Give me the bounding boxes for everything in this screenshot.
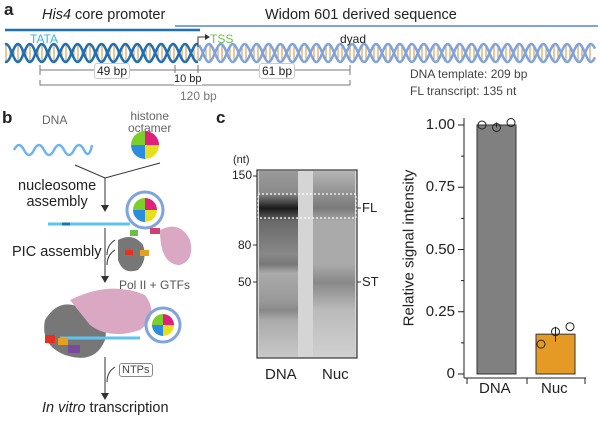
gel-lane-label-dna: DNA	[265, 366, 297, 383]
data-point	[551, 327, 560, 337]
gel-lane-dna	[259, 171, 298, 357]
histone-octamer-icon	[131, 131, 159, 159]
data-point	[506, 118, 516, 128]
band-fl: FL	[362, 200, 378, 215]
ntps-label: NTPs	[119, 363, 153, 377]
tss-label: TSS	[210, 32, 234, 46]
y-tick-label: 0.50	[425, 240, 455, 258]
helix-strand-promoter	[4, 42, 199, 64]
helix-strand-widom	[197, 42, 597, 64]
x-tick-dna: DNA	[479, 380, 511, 397]
x-tick-nuc: Nuc	[541, 380, 568, 397]
dyad-label: dyad	[340, 32, 367, 46]
band-st: ST	[362, 274, 379, 289]
distance-10: 10 bp	[174, 73, 202, 85]
dna-strand-icon	[12, 143, 94, 157]
template-length: DNA template: 209 bp	[410, 67, 528, 81]
promoter-gene: His4	[42, 7, 72, 23]
dna-label: DNA	[42, 113, 68, 127]
gel-lane-nuc	[313, 171, 355, 357]
gel-image	[253, 169, 361, 359]
marker-80: 80	[238, 238, 252, 252]
distance-120: 120 bp	[180, 89, 217, 103]
gtfs-icon	[160, 226, 192, 265]
transcription-text: transcription	[85, 400, 169, 416]
promoter-suffix: core promoter	[71, 7, 166, 23]
promoter-title: His4 core promoter	[42, 7, 165, 23]
y-tick-label: 0	[446, 365, 455, 382]
marker-50: 50	[238, 275, 252, 289]
pic-assembly-step: PIC assembly	[12, 244, 102, 260]
tss-arrow-icon	[197, 36, 205, 47]
marker-150: 150	[232, 168, 253, 182]
tata-label: TATA	[30, 32, 58, 46]
gel-unit: (nt)	[233, 154, 250, 166]
y-tick-label: 0.25	[425, 302, 455, 320]
bar-dna	[476, 124, 517, 375]
dna-helix-diagram	[4, 25, 598, 86]
data-point	[565, 322, 575, 332]
gel-lane-label-nuc: Nuc	[322, 366, 349, 383]
octamer-label: histone octamer	[128, 109, 172, 135]
widom-title: Widom 601 derived sequence	[265, 7, 457, 23]
data-point	[492, 122, 501, 132]
helix-strand-widom	[197, 42, 597, 64]
y-tick-label: 1.00	[425, 116, 455, 133]
panel-a-label: a	[4, 0, 14, 19]
workflow-diagram	[12, 131, 192, 400]
panel-b-label: b	[2, 108, 13, 127]
distance-49: 49 bp	[94, 63, 131, 79]
transcript-length: FL transcript: 135 nt	[410, 84, 517, 98]
in-vitro-italic: In vitro	[42, 400, 86, 416]
helix-strand-promoter	[4, 42, 199, 64]
in-vitro-transcription: In vitro transcription	[42, 400, 169, 416]
data-point	[477, 120, 487, 130]
nucleosome-assembly-step: nucleosome assembly	[18, 178, 97, 210]
data-point	[536, 339, 546, 349]
panel-c-label: c	[216, 108, 226, 127]
y-tick-label: 0.75	[425, 178, 455, 196]
fl-highlight-box	[257, 193, 357, 219]
nucleosome-icon	[125, 190, 165, 230]
y-axis-label: Relative signal intensity	[400, 169, 418, 327]
distance-61: 61 bp	[259, 63, 296, 79]
pol-ii-gtfs-label: Pol II + GTFs	[119, 278, 191, 292]
